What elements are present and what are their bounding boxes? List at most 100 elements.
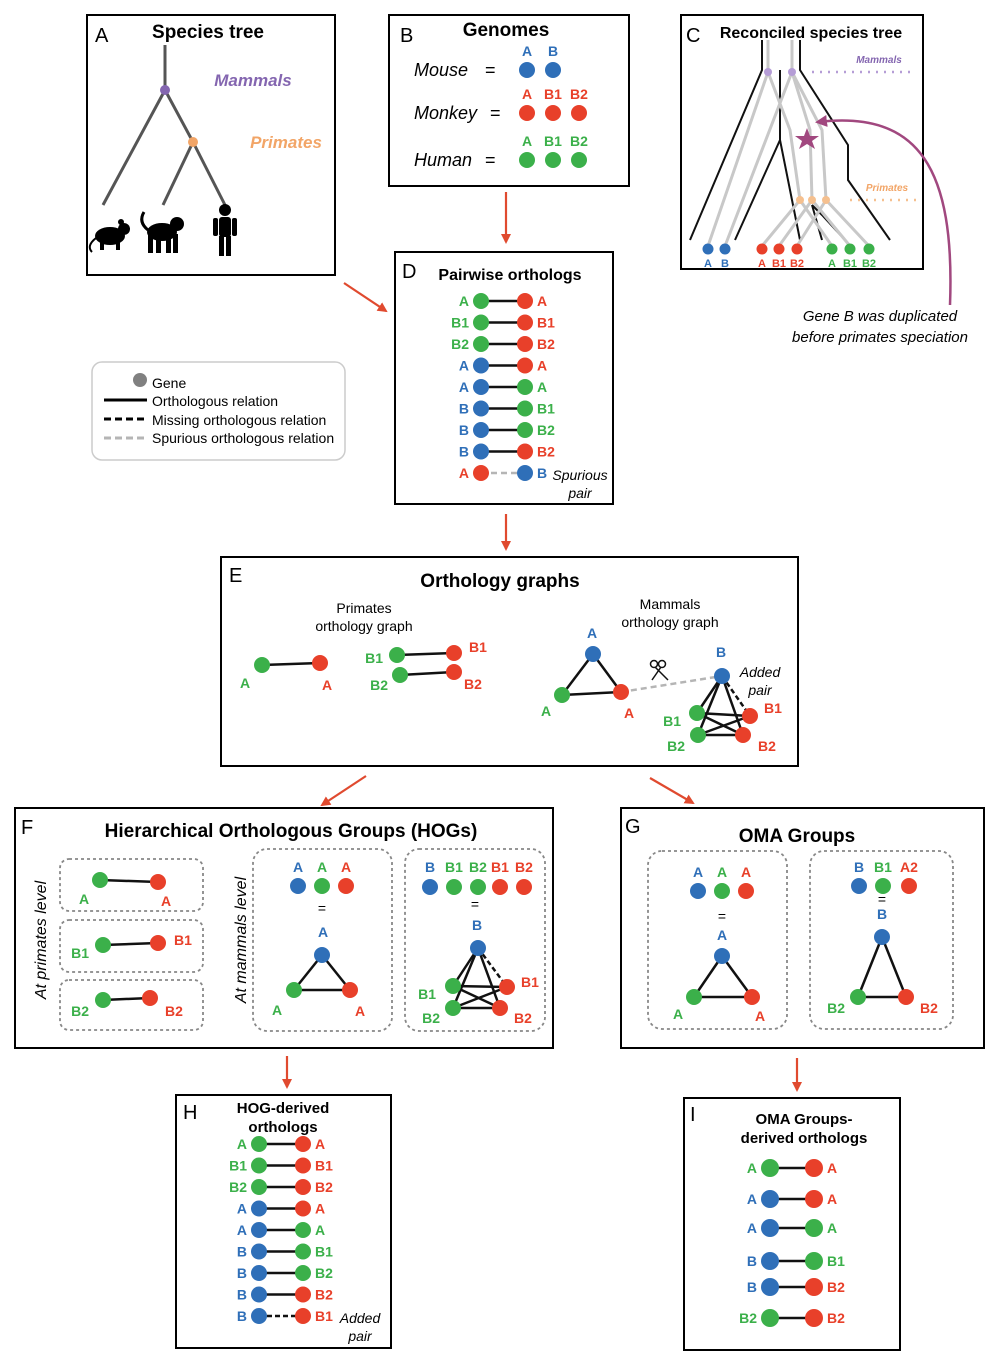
pair-left-label: B (237, 1287, 247, 1303)
f-top-label: A (341, 859, 351, 875)
e-gene-dot (389, 647, 405, 663)
pair-left-dot (251, 1200, 267, 1217)
e-gene-label: B2 (758, 738, 776, 754)
pair-left-dot (761, 1309, 779, 1327)
genome-gene-dot (519, 105, 535, 121)
d-note-line1: Spurious (552, 467, 607, 483)
pair-right-label: B2 (537, 422, 555, 438)
pair-right-label: B1 (827, 1253, 845, 1269)
pair-left-dot (251, 1179, 267, 1195)
c-primates-node-1 (796, 196, 804, 204)
f-gene-label: A (161, 893, 171, 909)
g-top-label: A (693, 864, 703, 880)
pair-left-label: A (459, 465, 469, 481)
f-top-label: B2 (469, 859, 487, 875)
e-gene-dot (689, 705, 705, 721)
e-gene-dot (714, 668, 730, 684)
f-gene-label: A (79, 891, 89, 907)
panel-h-letter: H (183, 1102, 197, 1124)
pair-left-dot (473, 314, 489, 331)
e-spurious-edge (620, 674, 723, 694)
pair-left-label: B1 (451, 315, 469, 331)
pair-right-dot (805, 1309, 823, 1327)
g-top-label: A (741, 864, 751, 880)
pair-right-label: B2 (827, 1310, 845, 1326)
pair-right-dot (295, 1286, 311, 1303)
pair-right-dot (805, 1219, 823, 1237)
f-gene-dot (470, 940, 486, 956)
panel-i-title-1: OMA Groups- (756, 1111, 853, 1128)
f-gene-dot (142, 990, 158, 1006)
g-eq-1: = (718, 908, 726, 924)
f-gene-label: B2 (514, 1010, 532, 1026)
g-top-label: A (717, 864, 727, 880)
f-gene-label: B1 (521, 974, 539, 990)
g-top-dot (851, 878, 867, 894)
pair-left-label: A (459, 379, 469, 395)
panel-i-title-2: derived orthologs (741, 1130, 868, 1147)
genome-gene-label: B1 (544, 86, 562, 102)
pair-left-label: A (459, 293, 469, 309)
e-gene-label: B (716, 644, 726, 660)
e-gene-dot (446, 645, 462, 661)
e-gene-dot (585, 646, 601, 662)
genome-gene-dot (545, 152, 561, 168)
c-leaf-label: B1 (772, 258, 786, 270)
f-gene-label: A (318, 924, 328, 940)
pair-right-dot (517, 314, 533, 331)
f-gene-dot (92, 872, 108, 888)
panel-g-title: OMA Groups (739, 826, 855, 847)
c-mammals-node-2 (788, 68, 796, 76)
g-gene-dot (714, 948, 730, 964)
f-gene-dot (445, 978, 461, 994)
e-gene-label: B2 (667, 738, 685, 754)
c-leaf-dot (719, 243, 731, 255)
pair-left-dot (473, 336, 489, 352)
panel-h-title-1: HOG-derived (237, 1100, 330, 1117)
pair-left-dot (251, 1286, 267, 1303)
pair-right-label: A (827, 1160, 837, 1176)
arrow-e-to-f (320, 775, 367, 807)
g-gene-dot (744, 989, 760, 1005)
legend-gene-dot (133, 373, 147, 387)
pair-left-dot (473, 422, 489, 438)
panel-h-title-2: orthologs (248, 1119, 317, 1136)
f-top-label: A (293, 859, 303, 875)
legend-gene-label: Gene (152, 375, 186, 391)
pair-left-dot (473, 443, 489, 460)
f-gene-dot (492, 1000, 508, 1016)
c-primates-label: Primates (866, 183, 909, 194)
g-top-dot (690, 883, 706, 899)
c-leaf-dot (844, 243, 856, 255)
pair-right-label: B2 (537, 336, 555, 352)
d-note-line2: pair (567, 485, 593, 501)
g-top-label: B (854, 859, 864, 875)
pair-right-dot (295, 1265, 311, 1281)
pair-right-dot (517, 357, 533, 374)
pair-right-dot (517, 465, 533, 481)
g-top-label: B1 (874, 859, 892, 875)
panel-c: C Reconciled species tree Mam (680, 14, 968, 346)
pair-right-dot (295, 1136, 311, 1152)
panel-f: F Hierarchical Orthologous Groups (HOGs)… (14, 807, 554, 1049)
c-primates-node-2 (808, 196, 816, 204)
panel-b-frame (388, 14, 630, 187)
genome-gene-label: A (522, 86, 532, 102)
g-gene-dot (874, 929, 890, 945)
pair-right-dot (517, 293, 533, 309)
panel-a-title: Species tree (152, 22, 264, 43)
pair-left-dot (251, 1222, 267, 1238)
f-gene-dot (445, 1000, 461, 1016)
mouse-silhouette (88, 219, 130, 253)
f-gene-dot (95, 937, 111, 953)
g-top-label: A2 (900, 859, 918, 875)
pair-left-label: B (459, 422, 469, 438)
panel-a: A Species tree Mammals Primates (86, 14, 336, 276)
pair-right-label: B1 (537, 315, 555, 331)
c-mammals-node-1 (764, 68, 772, 76)
panel-e-letter: E (229, 565, 242, 587)
e-gene-label: B2 (464, 676, 482, 692)
